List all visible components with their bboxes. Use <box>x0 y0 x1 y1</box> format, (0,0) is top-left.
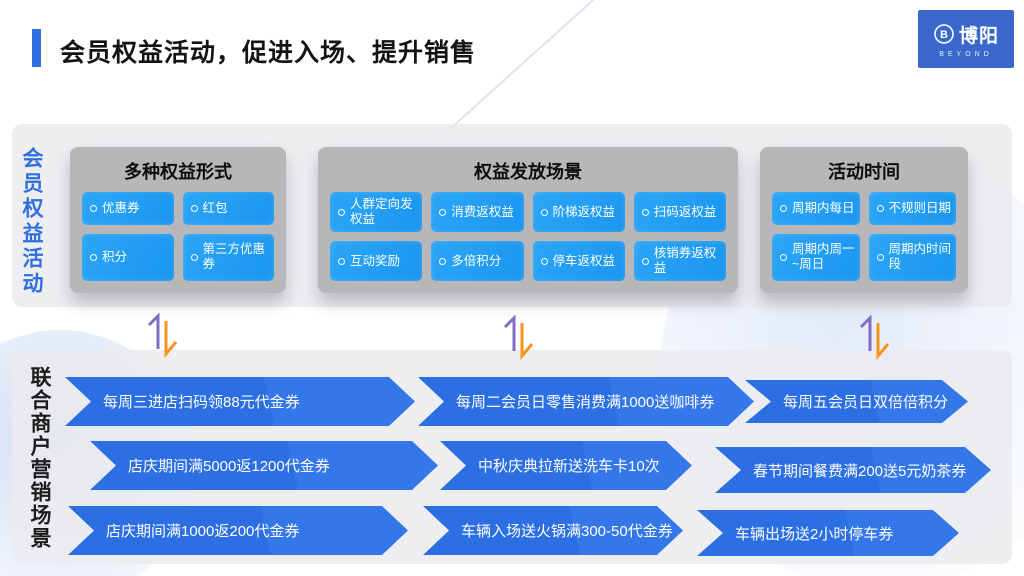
benefit-chip: 扫码返权益 <box>633 192 726 232</box>
box-title: 活动时间 <box>828 162 900 182</box>
ring-bullet-icon <box>540 208 548 216</box>
campaign-banner: 车辆出场送2小时停车券 <box>697 510 959 556</box>
svg-text:B: B <box>940 29 948 41</box>
campaign-banner: 春节期间餐费满200送5元奶茶券 <box>715 447 991 493</box>
benefit-chip: 人群定向发权益 <box>330 192 423 232</box>
ring-bullet-icon <box>641 208 649 216</box>
benefit-chip: 第三方优惠券 <box>182 233 274 281</box>
benefit-chip: 停车返权益 <box>532 241 625 281</box>
beyond-logo-icon: B <box>934 24 954 44</box>
campaign-banner: 店庆期间满5000返1200代金券 <box>90 441 438 490</box>
benefit-scenes-box: 权益发放场景 人群定向发权益 消费返权益 阶梯返权益 扫码返权益 互动奖励 多倍… <box>318 147 738 293</box>
box-title: 权益发放场景 <box>474 162 582 182</box>
double-down-arrow-icon <box>503 315 534 361</box>
ring-bullet-icon <box>780 204 787 212</box>
benefit-chip: 优惠券 <box>82 192 174 225</box>
ring-bullet-icon <box>190 253 198 261</box>
benefit-chip: 核销券返权益 <box>633 241 726 281</box>
ring-bullet-icon <box>90 253 97 261</box>
benefit-chip: 多倍积分 <box>431 241 524 281</box>
ring-bullet-icon <box>338 257 345 265</box>
ring-bullet-icon <box>439 257 447 265</box>
ring-bullet-icon <box>90 204 97 212</box>
ring-bullet-icon <box>190 204 198 212</box>
campaign-banner: 每周二会员日零售消费满1000送咖啡券 <box>418 377 754 426</box>
ring-bullet-icon <box>439 208 447 216</box>
ring-bullet-icon <box>641 257 649 265</box>
benefit-chip: 阶梯返权益 <box>532 192 625 232</box>
campaign-banner: 每周三进店扫码领88元代金券 <box>65 377 415 426</box>
logo-subtitle: BEYOND <box>939 50 993 58</box>
campaign-banner: 中秋庆典拉新送洗车卡10次 <box>440 441 692 490</box>
activity-time-box: 活动时间 周期内每日 不规则日期 周期内周一~周日 周期内时间段 <box>760 147 968 293</box>
ring-bullet-icon <box>338 208 345 216</box>
title-accent-bar <box>32 29 41 67</box>
benefit-chip: 红包 <box>182 192 274 225</box>
scenarios-side-label: 联合商户营销场景 <box>28 366 51 550</box>
page-title: 会员权益活动，促进入场、提升销售 <box>60 39 477 67</box>
ring-bullet-icon <box>876 204 884 212</box>
ring-bullet-icon <box>780 253 787 261</box>
box-title: 多种权益形式 <box>124 162 232 182</box>
benefit-chip: 周期内周一~周日 <box>772 233 860 281</box>
benefit-chip: 消费返权益 <box>431 192 524 232</box>
campaign-banner: 店庆期间满1000返200代金券 <box>68 506 408 555</box>
benefit-chip: 互动奖励 <box>330 241 423 281</box>
benefit-chip: 积分 <box>82 233 174 281</box>
ring-bullet-icon <box>876 253 884 261</box>
ring-bullet-icon <box>540 257 548 265</box>
benefit-forms-box: 多种权益形式 优惠券 红包 积分 第三方优惠券 <box>70 147 286 293</box>
campaign-banner: 车辆入场送火锅满300-50代金券 <box>423 506 683 555</box>
benefits-side-label: 会员权益活动 <box>20 147 43 297</box>
benefit-chip: 不规则日期 <box>868 192 956 225</box>
double-down-arrow-icon <box>859 315 890 361</box>
double-down-arrow-icon <box>147 313 178 359</box>
benefit-chip: 周期内每日 <box>772 192 860 225</box>
campaign-banner: 每周五会员日双倍倍积分 <box>745 380 968 423</box>
company-logo: B 博阳 BEYOND <box>918 10 1014 68</box>
benefit-chip: 周期内时间段 <box>868 233 956 281</box>
logo-name: 博阳 <box>958 25 999 47</box>
